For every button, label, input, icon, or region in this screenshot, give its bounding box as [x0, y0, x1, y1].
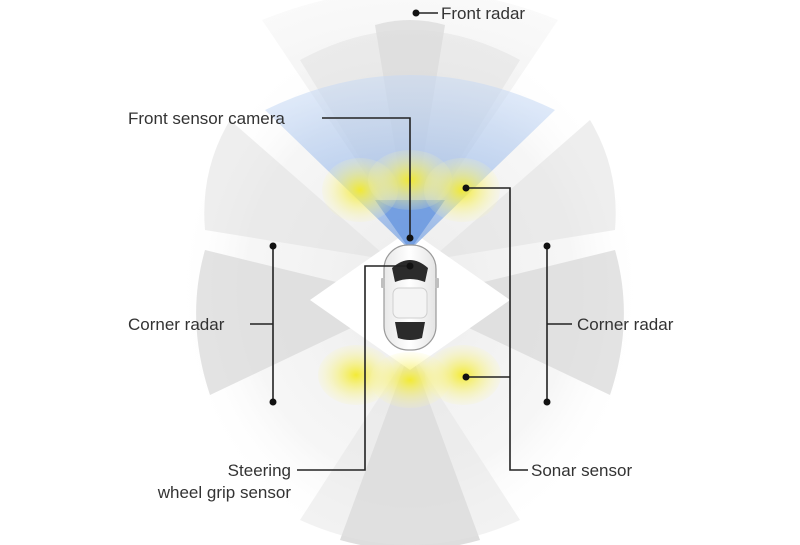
corner-radar-right-coverage-upper: [430, 120, 616, 260]
dot-front-camera: [406, 234, 414, 242]
dot-steering-grip: [406, 262, 414, 270]
label-corner-radar-right: Corner radar: [577, 315, 674, 334]
label-sonar-sensor: Sonar sensor: [531, 461, 632, 480]
label-front-radar: Front radar: [441, 4, 525, 23]
leader-dots: [269, 9, 551, 406]
leader-front-camera: [322, 117, 411, 238]
label-front-sensor-camera: Front sensor camera: [128, 109, 285, 128]
car-top-view-icon: [381, 244, 439, 351]
corner-radar-left-coverage-upper: [204, 120, 390, 260]
sonar-rear-right: [425, 345, 501, 405]
dot-corner-left-bottom: [269, 398, 277, 406]
dot-sonar-front: [462, 184, 470, 192]
rear-radar-coverage-outer: [300, 350, 520, 545]
label-steering-line1: Steering: [228, 461, 291, 480]
leader-lines: [250, 12, 572, 471]
label-steering-line2: wheel grip sensor: [157, 483, 292, 502]
corner-radar-left-coverage: [196, 250, 410, 395]
rear-radar-coverage: [340, 350, 480, 545]
sonar-front-right: [424, 158, 500, 222]
dot-corner-left-top: [269, 242, 277, 250]
leader-sonar: [466, 187, 528, 471]
dot-corner-right-top: [543, 242, 551, 250]
corner-radar-right-coverage: [410, 250, 624, 395]
dot-sonar-rear: [462, 373, 470, 381]
dot-front-radar: [412, 9, 420, 17]
dot-corner-right-bottom: [543, 398, 551, 406]
leader-steering-grip: [297, 265, 410, 471]
label-corner-radar-left: Corner radar: [128, 315, 225, 334]
